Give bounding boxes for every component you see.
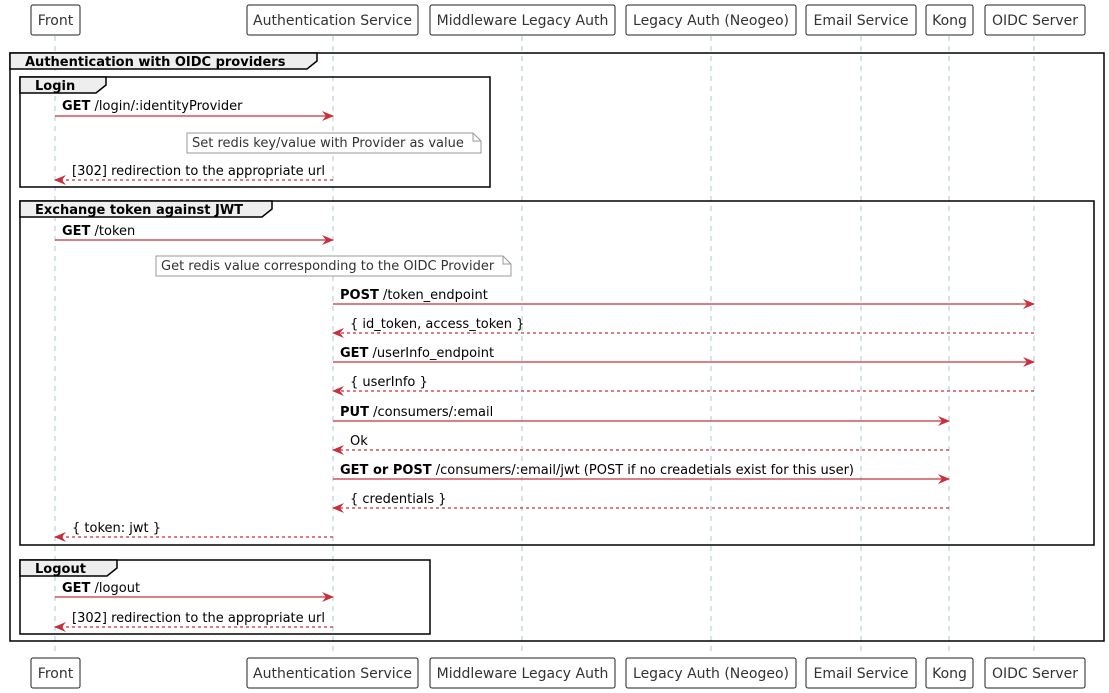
participant-label: Front <box>38 13 74 29</box>
participant-email-service: Email Service <box>805 4 917 36</box>
participant-label: OIDC Server <box>992 666 1078 682</box>
participant-kong: Kong <box>925 4 974 36</box>
participant-oidc-server: OIDC Server <box>984 4 1086 36</box>
participant-front: Front <box>30 4 81 36</box>
participants-bottom: Front Authentication Service Middleware … <box>30 657 1086 689</box>
participant-label: Middleware Legacy Auth <box>437 666 609 682</box>
participant-label: Authentication Service <box>253 13 412 29</box>
participant-label: Email Service <box>813 666 908 682</box>
message-label: GET /login/:identityProvider <box>62 99 243 114</box>
participant-kong-bottom: Kong <box>925 657 974 689</box>
participant-label: Kong <box>932 13 967 29</box>
note-text: Set redis key/value with Provider as val… <box>192 136 464 151</box>
participant-label: Authentication Service <box>253 666 412 682</box>
participant-oidc-server-bottom: OIDC Server <box>984 657 1086 689</box>
participant-label: Middleware Legacy Auth <box>437 13 609 29</box>
participant-authentication-service-bottom: Authentication Service <box>246 657 419 689</box>
participant-email-service-bottom: Email Service <box>805 657 917 689</box>
message-label: { credentials } <box>350 492 447 507</box>
message-label: GET /token <box>62 224 135 239</box>
participant-label: Email Service <box>813 13 908 29</box>
message-label: [302] redirection to the appropriate url <box>72 611 325 626</box>
message-labels: GET /login/:identityProvider [302] redir… <box>62 99 854 626</box>
participant-front-bottom: Front <box>30 657 81 689</box>
frame-title: Logout <box>35 562 86 577</box>
participant-legacy-auth-neogeo-bottom: Legacy Auth (Neogeo) <box>625 657 797 689</box>
lifelines <box>54 36 1035 656</box>
participant-label: Legacy Auth (Neogeo) <box>633 666 789 682</box>
frame-title: Login <box>35 79 75 94</box>
frame-logout: Logout <box>19 559 431 635</box>
message-label: { id_token, access_token } <box>350 317 524 332</box>
message-label: POST /token_endpoint <box>340 288 488 303</box>
frame-title: Exchange token against JWT <box>35 203 243 218</box>
participant-label: Kong <box>932 666 967 682</box>
participant-label: Front <box>38 666 74 682</box>
participant-authentication-service: Authentication Service <box>246 4 419 36</box>
participant-label: Legacy Auth (Neogeo) <box>633 13 789 29</box>
participant-label: OIDC Server <box>992 13 1078 29</box>
note-login: Set redis key/value with Provider as val… <box>186 132 482 154</box>
frame-outer: Authentication with OIDC providers <box>9 52 1105 642</box>
message-label: { userInfo } <box>350 375 428 390</box>
message-label: { token: jwt } <box>72 521 161 536</box>
message-label: PUT /consumers/:email <box>340 405 493 420</box>
message-label: GET or POST /consumers/:email/jwt (POST … <box>340 463 854 478</box>
participant-middleware-legacy-auth-bottom: Middleware Legacy Auth <box>429 657 616 689</box>
frame-title: Authentication with OIDC providers <box>25 55 286 70</box>
participant-legacy-auth-neogeo: Legacy Auth (Neogeo) <box>625 4 797 36</box>
message-label: GET /logout <box>62 581 140 596</box>
note-exchange: Get redis value corresponding to the OID… <box>155 255 512 277</box>
frame-login: Login <box>19 76 491 188</box>
participant-middleware-legacy-auth: Middleware Legacy Auth <box>429 4 616 36</box>
participants-top: Front Authentication Service Middleware … <box>30 4 1086 36</box>
frame-exchange: Exchange token against JWT <box>19 200 1095 546</box>
message-label: Ok <box>350 434 368 449</box>
message-label: GET /userInfo_endpoint <box>340 346 494 361</box>
message-label: [302] redirection to the appropriate url <box>72 164 325 179</box>
note-text: Get redis value corresponding to the OID… <box>161 259 495 274</box>
messages <box>54 111 1035 632</box>
